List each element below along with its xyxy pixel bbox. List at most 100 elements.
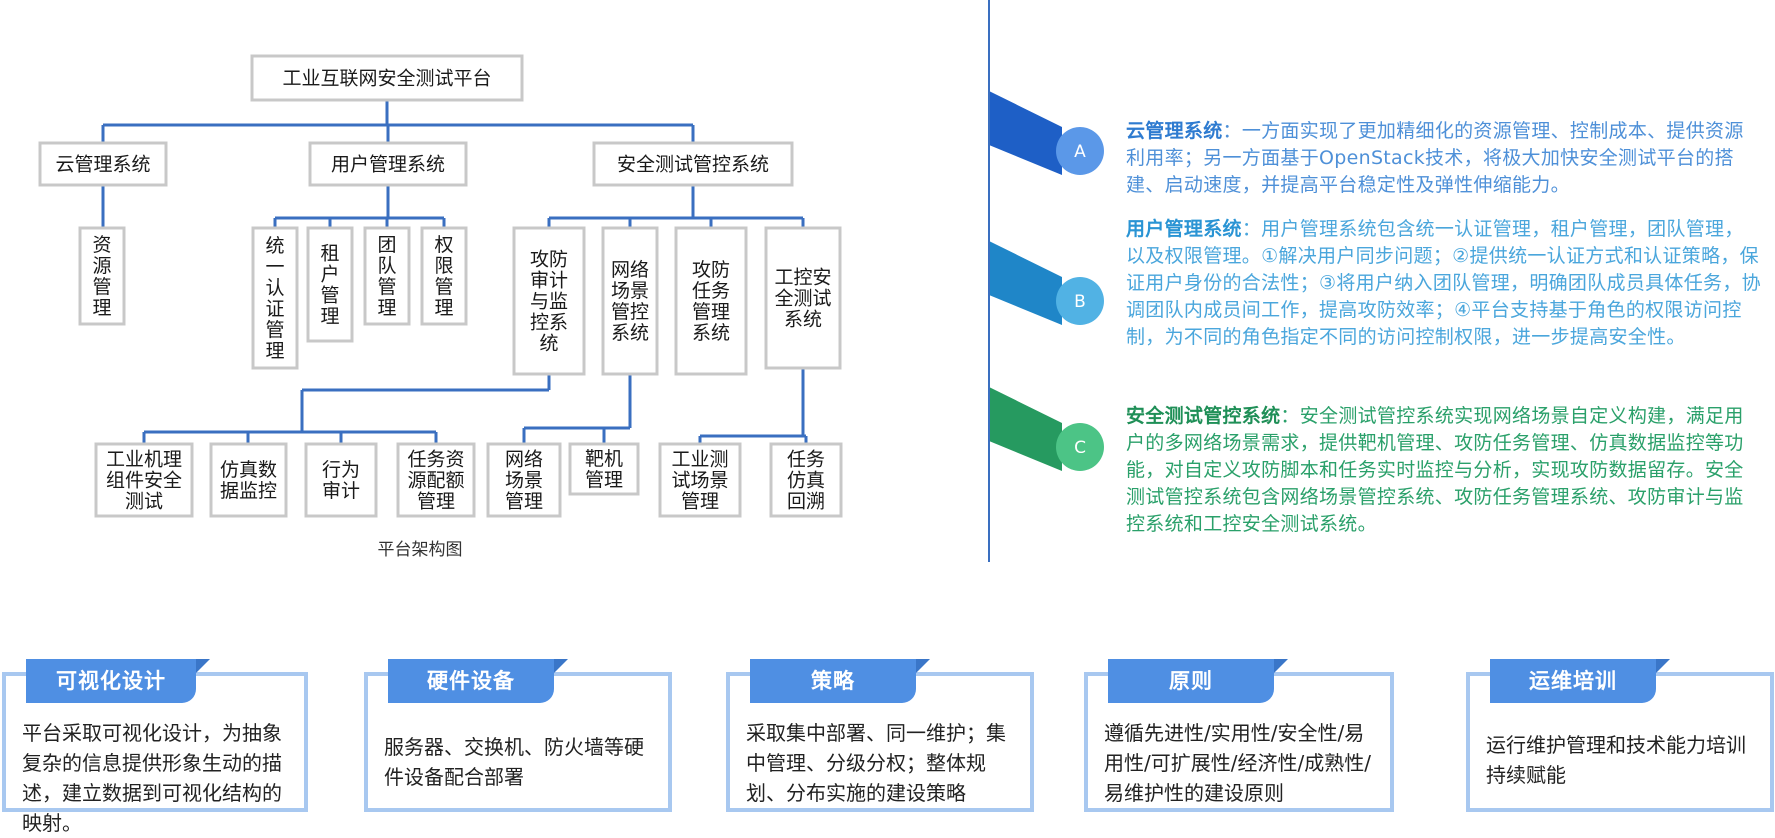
marker-circle-icon bbox=[1056, 127, 1104, 175]
card-strategy-tab: 策略 bbox=[750, 659, 930, 703]
node-tenant-line: 管 bbox=[320, 284, 339, 306]
node-replay-box bbox=[769, 442, 843, 518]
tab-flap-icon bbox=[554, 659, 568, 673]
node-icsscene-line: 管理 bbox=[681, 490, 719, 512]
node-replay-label: 任务仿真回溯 bbox=[787, 448, 825, 512]
node-perm-label: 权限管理 bbox=[434, 234, 453, 319]
node-res-line: 理 bbox=[92, 297, 111, 319]
info-security-title: 安全测试管控系统 bbox=[1126, 405, 1281, 427]
divider-line bbox=[988, 0, 990, 562]
card-strategy-title: 策略 bbox=[811, 669, 855, 693]
card-principles-title: 原则 bbox=[1169, 669, 1213, 693]
node-perm-line: 权 bbox=[434, 234, 453, 256]
node-tenant-label: 租户管理 bbox=[320, 242, 339, 327]
node-ind-box bbox=[94, 442, 194, 518]
node-user: 用户管理系统 bbox=[308, 141, 468, 187]
marker-letter: C bbox=[1074, 438, 1086, 458]
card-principles-tab: 原则 bbox=[1108, 659, 1288, 703]
node-audit-box bbox=[512, 226, 586, 376]
node-tenant-line: 理 bbox=[320, 305, 339, 327]
node-task-box bbox=[674, 226, 748, 376]
node-tenant-line: 户 bbox=[320, 263, 339, 285]
node-team-line: 管 bbox=[377, 276, 396, 298]
node-ind: 工业机理组件安全测试 bbox=[94, 442, 194, 518]
node-target-label: 靶机管理 bbox=[585, 448, 623, 491]
node-task: 攻防任务管理系统 bbox=[674, 226, 748, 376]
node-root-line: 工业互联网安全测试平台 bbox=[282, 67, 491, 89]
node-icsscene-label: 工业测试场景管理 bbox=[671, 448, 728, 512]
node-auth: 统一认证管理 bbox=[251, 226, 299, 370]
card-ops-training-tab: 运维培训 bbox=[1490, 659, 1670, 703]
node-task-line: 系统 bbox=[692, 322, 730, 344]
node-task-line: 管理 bbox=[692, 301, 730, 323]
node-perm-line: 理 bbox=[434, 297, 453, 319]
connector-lines bbox=[101, 100, 808, 444]
node-task-line: 攻防 bbox=[692, 259, 730, 281]
node-netscene-line: 系统 bbox=[611, 322, 649, 344]
card-hardware-title: 硬件设备 bbox=[427, 669, 515, 693]
tab-flap-icon bbox=[1656, 659, 1670, 673]
marker-letter: B bbox=[1074, 292, 1086, 312]
node-icsscene-box bbox=[658, 442, 742, 518]
architecture-canvas: 工业互联网安全测试平台云管理系统用户管理系统安全测试管控系统资源管理统一认证管理… bbox=[38, 54, 1104, 560]
node-ics-line: 工控安 bbox=[774, 266, 831, 288]
info-cloud-text: 一方面实现了更加精细化的资源管理、控制成本、提供资源利用率；另一方面基于Open… bbox=[1126, 120, 1744, 196]
node-replay-line: 回溯 bbox=[787, 490, 825, 512]
node-quota-line: 管理 bbox=[417, 490, 455, 512]
marker-a: A bbox=[989, 91, 1104, 175]
node-audit-line: 攻防 bbox=[530, 248, 568, 270]
diagram-caption: 平台架构图 bbox=[378, 540, 463, 560]
node-target-box bbox=[568, 442, 640, 496]
card-ops-training-text: 运行维护管理和技术能力培训持续赋能 bbox=[1486, 733, 1746, 787]
node-team-line: 理 bbox=[377, 297, 396, 319]
node-auth-line: 一 bbox=[265, 256, 284, 278]
node-quota-box bbox=[396, 442, 476, 518]
tab-flap-icon bbox=[1274, 659, 1288, 673]
marker-ribbon-icon bbox=[989, 241, 1062, 325]
node-cloud-line: 云管理系统 bbox=[55, 153, 150, 175]
node-audit-line: 审计 bbox=[530, 269, 568, 291]
info-security-sep: ： bbox=[1280, 405, 1300, 427]
node-sec-line: 安全测试管控系统 bbox=[617, 153, 769, 175]
node-ics-line: 系统 bbox=[784, 308, 822, 330]
node-netmgr: 网络场景管理 bbox=[486, 442, 562, 518]
card-principles-text: 遵循先进性/实用性/安全性/易用性/可扩展性/经济性/成熟性/易维护性的建设原则 bbox=[1104, 721, 1371, 805]
node-team-line: 团 bbox=[377, 234, 396, 256]
node-res-line: 源 bbox=[92, 255, 111, 277]
node-audit-label: 攻防审计与监控系统 bbox=[530, 248, 568, 354]
node-sim: 仿真数据监控 bbox=[209, 442, 288, 518]
info-user: 用户管理系统：用户管理系统包含统一认证管理，租户管理，团队管理，以及权限管理。①… bbox=[1126, 216, 1761, 351]
card-visual-design-tab: 可视化设计 bbox=[26, 659, 210, 703]
node-netscene-line: 管控 bbox=[611, 301, 649, 323]
node-root-label: 工业互联网安全测试平台 bbox=[282, 67, 491, 89]
node-replay-line: 仿真 bbox=[787, 469, 825, 491]
node-sec-box bbox=[592, 141, 794, 187]
node-sim-line: 据监控 bbox=[220, 480, 277, 502]
node-cloud-label: 云管理系统 bbox=[55, 153, 150, 175]
node-tenant-box bbox=[306, 226, 354, 343]
node-user-line: 用户管理系统 bbox=[331, 153, 445, 175]
node-auth-line: 证 bbox=[265, 298, 284, 320]
node-ics-label: 工控安全测试系统 bbox=[774, 266, 831, 330]
node-perm-box bbox=[420, 226, 468, 326]
node-res-label: 资源管理 bbox=[92, 234, 111, 319]
node-netmgr-line: 管理 bbox=[505, 490, 543, 512]
node-netmgr-box bbox=[486, 442, 562, 518]
node-team-label: 团队管理 bbox=[377, 234, 396, 319]
info-user-title: 用户管理系统 bbox=[1126, 218, 1242, 240]
node-icsscene-line: 工业测 bbox=[671, 448, 728, 470]
node-ics: 工控安全测试系统 bbox=[764, 226, 842, 370]
node-netscene-label: 网络场景管控系统 bbox=[611, 259, 649, 344]
diagram-nodes: 工业互联网安全测试平台云管理系统用户管理系统安全测试管控系统资源管理统一认证管理… bbox=[38, 54, 843, 518]
card-visual-design: 可视化设计 平台采取可视化设计，为抽象复杂的信息提供形象生动的描述，建立数据到可… bbox=[2, 659, 308, 835]
card-ops-training-title: 运维培训 bbox=[1529, 669, 1617, 693]
node-ind-label: 工业机理组件安全测试 bbox=[106, 448, 182, 512]
node-ics-line: 全测试 bbox=[774, 287, 831, 309]
node-cloud: 云管理系统 bbox=[38, 141, 168, 187]
node-tenant: 租户管理 bbox=[306, 226, 354, 343]
node-res-box bbox=[78, 226, 126, 326]
node-auth-line: 统 bbox=[265, 235, 284, 257]
marker-circle-icon bbox=[1056, 277, 1104, 325]
node-res-line: 资 bbox=[92, 234, 111, 256]
node-audit: 攻防审计与监控系统 bbox=[512, 226, 586, 376]
